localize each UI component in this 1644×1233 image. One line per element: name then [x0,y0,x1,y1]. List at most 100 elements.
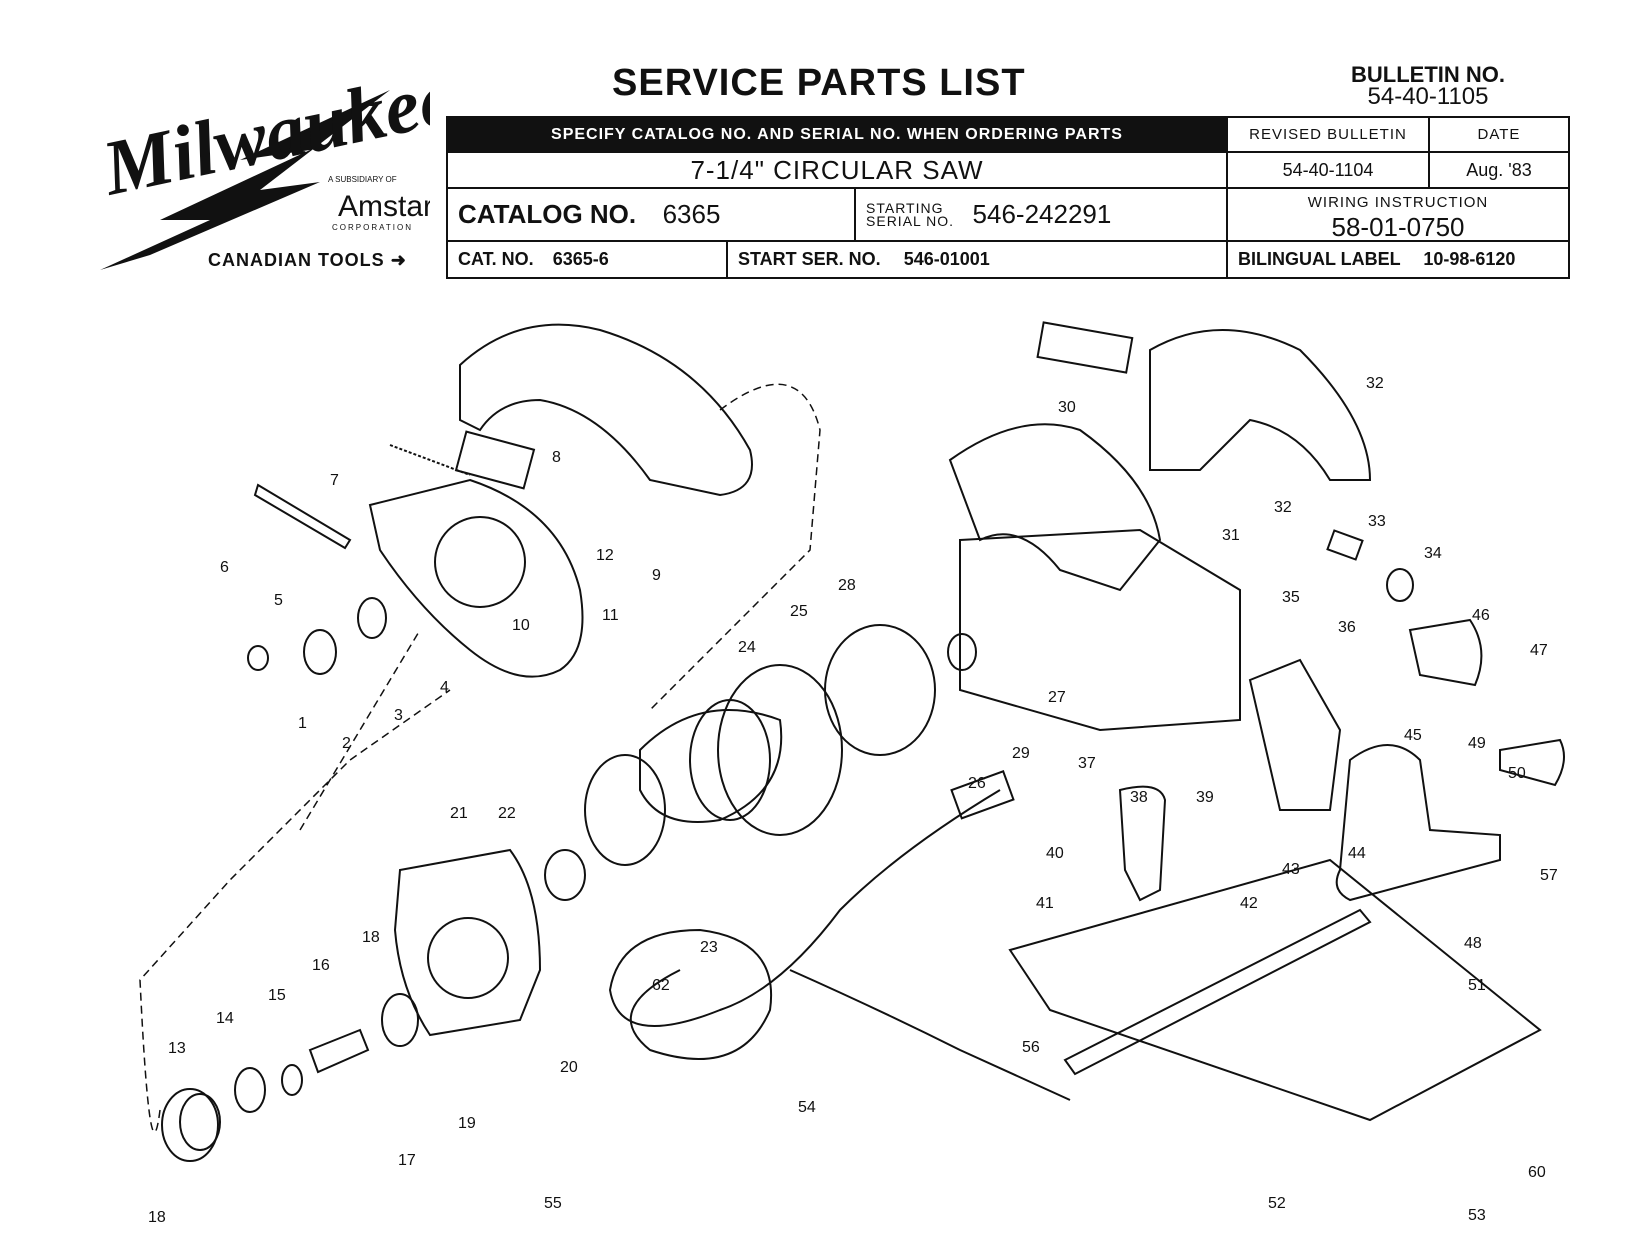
brand-parent: Amstar [338,190,430,223]
serial-label-1: STARTING [866,199,944,216]
catalog-cell: CATALOG NO. 6365 [445,186,857,243]
callout: 13 [168,1040,186,1057]
armature-part [639,709,783,823]
callout: 43 [1282,861,1300,878]
date-label: DATE [1428,115,1570,154]
product-name: 7-1/4" CIRCULAR SAW [446,151,1228,189]
canadian-tools-text: CANADIAN TOOLS [208,250,385,270]
callout: 8 [552,449,561,466]
callout: 60 [1528,1164,1546,1181]
revised-label: REVISED BULLETIN [1226,115,1430,154]
arrow-right-icon: ➜ [390,250,407,270]
callout: 15 [268,987,286,1004]
callout: 33 [1368,513,1386,530]
callout: 41 [1036,895,1054,912]
callout: 50 [1508,765,1526,782]
callout: 16 [312,957,330,974]
ordering-instruction: SPECIFY CATALOG NO. AND SERIAL NO. WHEN … [446,115,1228,154]
callout: 9 [652,567,661,584]
milwaukee-logo: Milwaukee A SUBSIDIARY OF Amstar CORPORA… [93,70,430,270]
callout: 47 [1530,642,1548,659]
callout: 26 [968,775,986,792]
callout: 21 [450,805,468,822]
callout: 22 [498,805,516,822]
callout: 6 [220,559,229,576]
callout: 57 [1540,867,1558,884]
callout: 12 [596,547,614,564]
brand-parent-sub: CORPORATION [332,223,413,232]
callout: 18 [362,929,380,946]
bilingual-label: BILINGUAL LABEL [1238,249,1401,270]
callout: 17 [398,1152,416,1169]
canadian-start-cell: START SER. NO. 546-01001 [726,240,1228,279]
canadian-start-label: START SER. NO. [738,249,881,270]
callout: 18 [148,1209,166,1226]
callout: 14 [216,1010,234,1027]
callout: 5 [274,592,283,609]
callout: 49 [1468,735,1486,752]
callout: 36 [1338,619,1356,636]
callout: 3 [394,707,403,724]
callout: 25 [790,603,808,620]
callout: 48 [1464,935,1482,952]
base-plate-part [1008,858,1542,1122]
exploded-view-diagram: 1 2 3 4 5 6 7 8 9 10 11 12 13 14 15 16 1… [139,321,1565,1226]
callout: 24 [738,639,756,656]
callout: 10 [512,617,530,634]
date-value: Aug. '83 [1428,151,1570,189]
callout: 2 [342,735,351,752]
bulletin-number: 54-40-1105 [1367,83,1489,110]
catalog-value: 6365 [662,199,721,230]
motor-housing-part [959,528,1241,732]
bulletin-label: BULLETIN NO. [1351,62,1505,87]
callout: 44 [1348,845,1366,862]
gear-case-part [393,848,542,1037]
serial-label-2: SERIAL NO. [866,212,955,229]
bilingual-value: 10-98-6120 [1423,249,1516,270]
callout: 55 [544,1195,562,1212]
callout: 56 [1022,1039,1040,1056]
callout: 54 [798,1099,816,1116]
callout: 37 [1078,755,1096,772]
callout: 30 [1058,399,1076,416]
brand-subsidiary: A SUBSIDIARY OF [328,175,397,184]
callout: 28 [838,577,856,594]
callout: 19 [458,1115,476,1132]
callout: 45 [1404,727,1422,744]
canadian-start-value: 546-01001 [903,249,990,270]
canadian-cat-value: 6365-6 [552,249,609,270]
callout: 23 [700,939,718,956]
bulletin: BULLETIN NO. 54-40-1105 [1328,62,1528,110]
callout: 1 [298,715,307,732]
callout: 46 [1472,607,1490,624]
wiring-value: 58-01-0750 [1331,211,1465,242]
callout: 53 [1468,1207,1486,1224]
bilingual-cell: BILINGUAL LABEL 10-98-6120 [1226,240,1570,279]
handle-part [459,323,753,497]
callout: 34 [1424,545,1442,562]
canadian-tools-label: CANADIAN TOOLS ➜ [208,250,407,271]
canadian-cat-label: CAT. NO. [458,249,534,270]
callout: 29 [1012,745,1030,762]
callout: 52 [1268,1195,1286,1212]
wiring-label: WIRING INSTRUCTION [1307,193,1489,211]
callout: 20 [560,1059,578,1076]
guard-part [368,478,584,678]
revised-value: 54-40-1104 [1226,151,1430,189]
wiring-cell: WIRING INSTRUCTION 58-01-0750 [1226,186,1570,243]
callout: 40 [1046,845,1064,862]
page-title: SERVICE PARTS LIST [612,62,1026,104]
callout: 39 [1196,789,1214,806]
callout: 7 [330,472,339,489]
callout: 35 [1282,589,1300,606]
callout: 32 [1366,375,1384,392]
catalog-label: CATALOG NO. [458,199,637,230]
callout: 32 [1274,499,1292,516]
serial-cell: STARTING SERIAL NO. 546-242291 [854,186,1228,243]
canadian-cat-cell: CAT. NO. 6365-6 [446,240,728,279]
cord-part [608,789,1071,1101]
callout: 42 [1240,895,1258,912]
callout-labels: 1 2 3 4 5 6 7 8 9 10 11 12 13 14 15 16 1… [148,375,1558,1226]
callout: 51 [1468,977,1486,994]
callout: 27 [1048,689,1066,706]
